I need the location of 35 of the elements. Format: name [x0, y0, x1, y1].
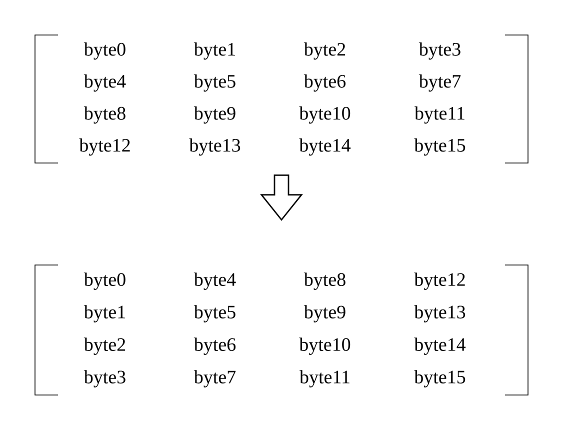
matrix-entry: byte9 [194, 106, 236, 124]
matrix-entry: byte2 [84, 338, 126, 355]
matrix-entry: byte13 [414, 305, 466, 322]
matrix [34, 34, 528, 164]
matrix-entry: byte0 [84, 272, 126, 290]
matrix-entry: byte11 [414, 106, 464, 124]
matrix-entry: byte5 [194, 74, 236, 92]
matrix-entry: byte15 [414, 138, 466, 156]
matrix-entry: byte8 [304, 272, 346, 290]
matrix-entry: byte3 [84, 370, 126, 388]
matrix-entry: byte10 [299, 106, 350, 124]
matrix-entry: byte14 [414, 338, 466, 355]
matrix-entry: byte6 [304, 74, 346, 92]
matrix-entry: byte8 [84, 106, 126, 124]
matrix-entry: byte1 [194, 42, 235, 60]
matrix-entry: byte12 [414, 272, 465, 290]
matrix-entry: byte6 [194, 338, 236, 355]
matrix [34, 264, 528, 396]
matrix-entry: byte12 [79, 138, 130, 156]
matrix-entry: byte13 [189, 138, 240, 156]
block-arrow [260, 174, 303, 221]
matrix-entry: byte0 [84, 42, 126, 60]
matrix-entry: byte4 [84, 74, 126, 92]
matrix-entry: byte7 [418, 74, 461, 92]
matrix-entry: byte1 [84, 305, 125, 322]
matrix-entry: byte9 [304, 305, 346, 322]
matrix-entry: byte2 [304, 42, 346, 60]
matrix-entry: byte10 [299, 338, 350, 355]
matrix-entry: byte14 [299, 138, 351, 156]
matrix-entry: byte3 [418, 42, 460, 60]
matrix-entry: byte5 [194, 305, 236, 322]
matrix-entry: byte11 [300, 370, 350, 388]
matrix-entry: byte4 [194, 272, 236, 290]
matrix-entry: byte7 [194, 370, 236, 388]
matrix-entry: byte15 [414, 370, 466, 388]
